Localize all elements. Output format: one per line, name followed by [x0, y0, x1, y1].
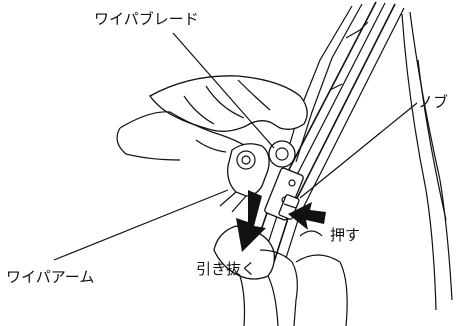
label-wiper-arm: ワイパアーム	[6, 268, 94, 286]
blade-hinge	[264, 140, 304, 221]
label-wiper-blade: ワイパブレード	[94, 10, 199, 28]
wiper-blade	[249, 1, 453, 311]
push-arrow	[288, 202, 326, 230]
leader-lines	[53, 32, 418, 261]
lower-hand	[213, 225, 348, 326]
wiper-arm	[219, 143, 270, 213]
label-push: 押す	[330, 226, 360, 244]
label-knob: ノブ	[418, 93, 448, 111]
upper-hand	[116, 75, 308, 161]
pull-out-arrow	[236, 190, 266, 252]
label-pull-out: 引き抜く	[196, 260, 256, 278]
